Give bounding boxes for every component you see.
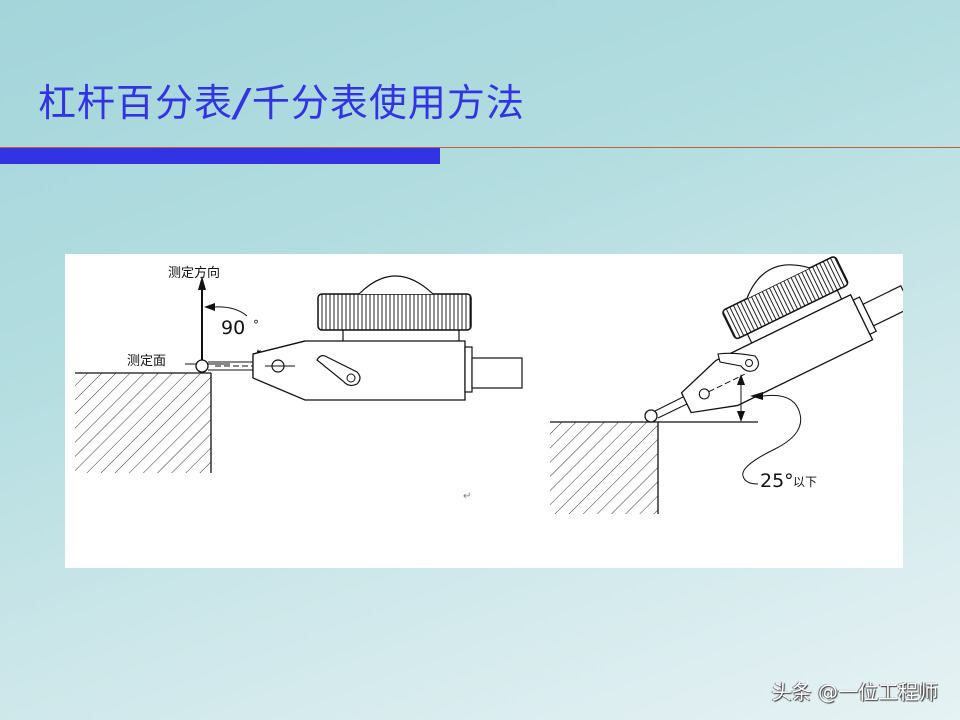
or-less-label: 以下 <box>793 475 818 489</box>
title-underline-thin <box>0 147 960 148</box>
title-underline-bar <box>0 148 440 164</box>
title-part-1: 杠杆百分表 <box>38 81 234 125</box>
dial-indicator-figure: 测定方向 90 ° 测定面 25° 以下 ↵ <box>65 254 903 568</box>
right-diagram <box>550 256 903 514</box>
measuring-direction-label: 测定方向 <box>168 266 221 281</box>
title-slash: / <box>235 81 250 125</box>
twenty-five-degree-label: 25° <box>760 470 794 492</box>
watermark: 头条 @一位工程师 <box>771 680 938 704</box>
slide-title: 杠杆百分表/千分表使用方法 <box>38 72 525 127</box>
degree-mark: ° <box>253 318 259 332</box>
ninety-degree-label: 90 <box>221 317 246 339</box>
measuring-surface-label: 测定面 <box>127 354 167 369</box>
paragraph-return-mark: ↵ <box>463 491 472 502</box>
dial-indicator-drawing <box>75 256 903 514</box>
left-diagram <box>75 275 523 473</box>
title-part-2: 千分表使用方法 <box>251 81 525 125</box>
